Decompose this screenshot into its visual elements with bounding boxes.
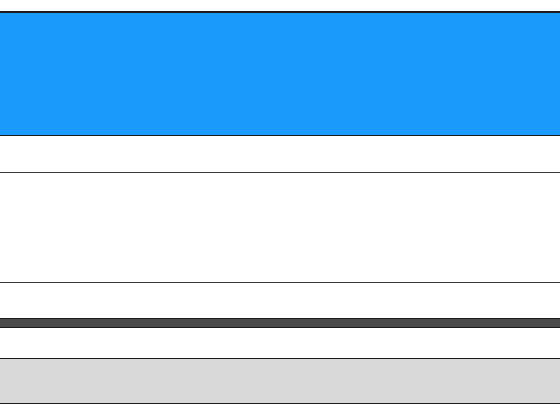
toolbar-strip [0,318,560,328]
list-row-3[interactable] [0,328,560,359]
list-row-1[interactable] [0,136,560,173]
header-banner [0,11,560,136]
content-panel [0,173,560,283]
list-row-2[interactable] [0,283,560,318]
footer-bar [0,359,560,404]
bottom-space [0,404,560,420]
